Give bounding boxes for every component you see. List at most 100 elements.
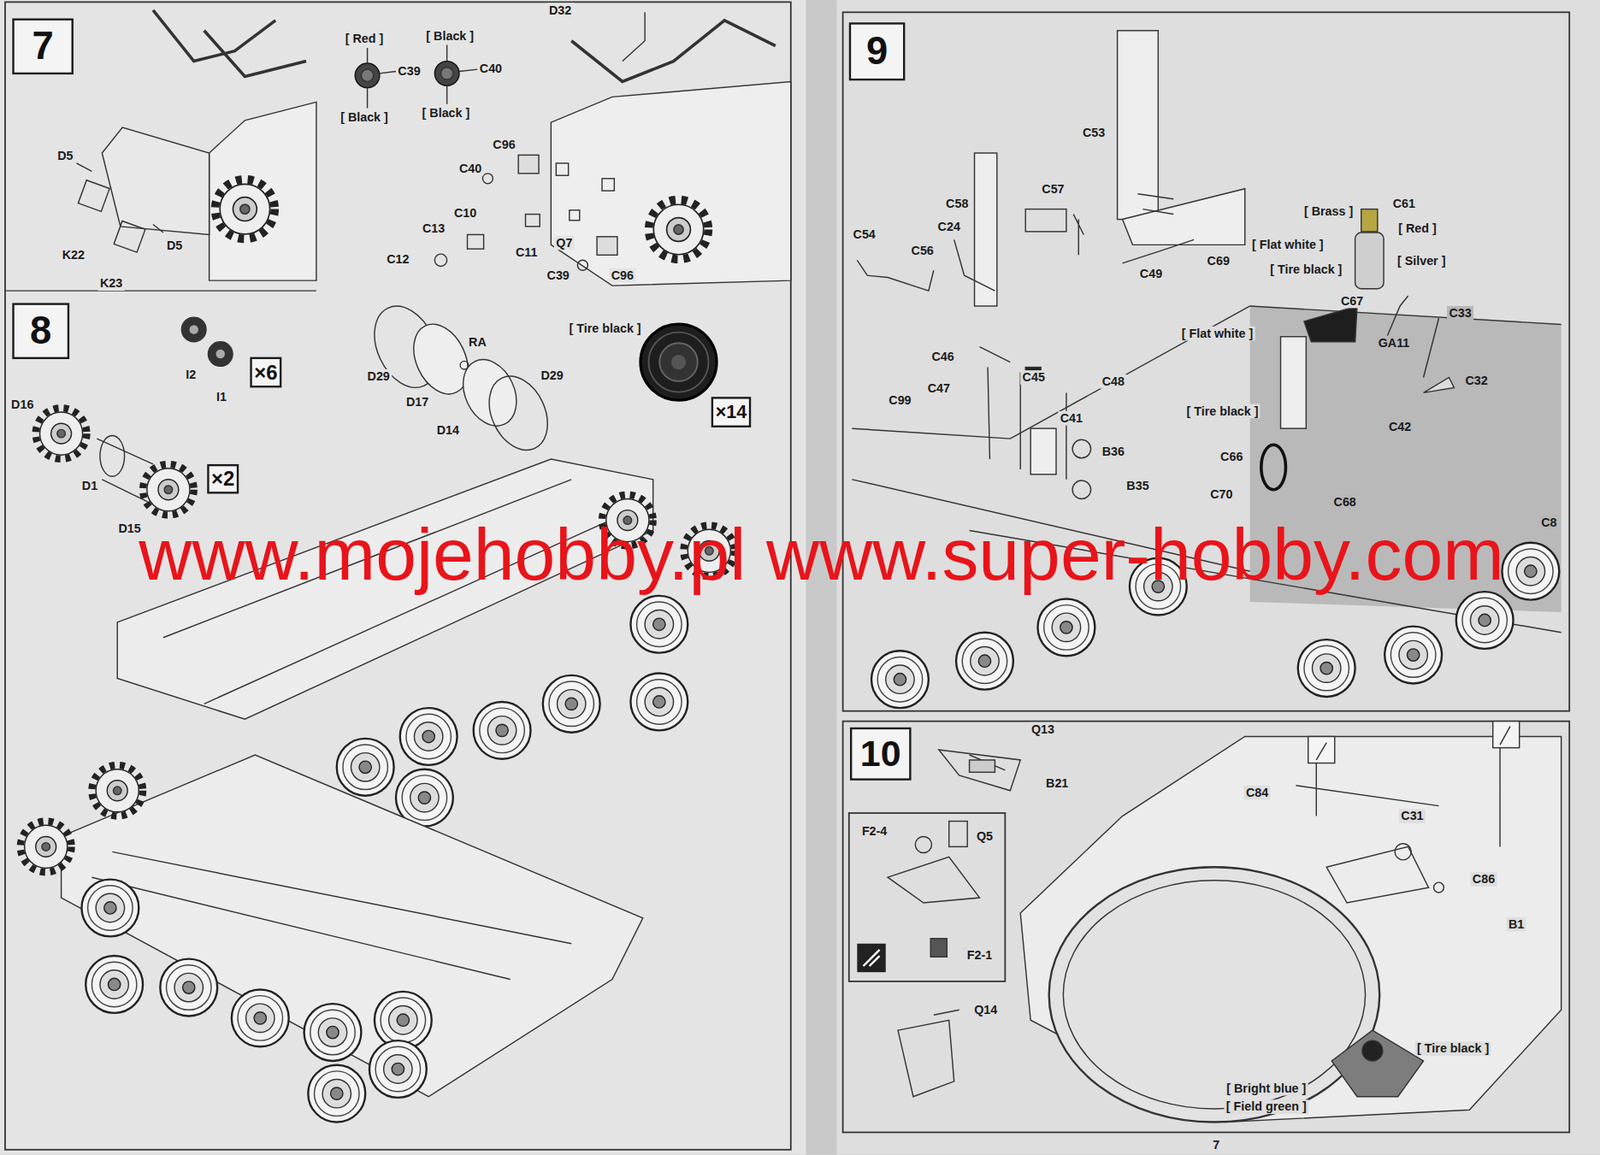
drawing-part	[915, 836, 932, 853]
part-number: C66	[1218, 449, 1246, 465]
part-number: C48	[1099, 374, 1127, 390]
watermark: www.mojehobby.pl www.super-hobby.com	[136, 520, 1506, 589]
drawing-part	[518, 154, 539, 173]
part-number: C49	[1137, 265, 1164, 281]
part-number: D16	[9, 397, 36, 413]
drawing-part	[1434, 882, 1445, 893]
drawing-part	[96, 438, 154, 502]
drawing-part	[1030, 428, 1057, 475]
part-number: Q5	[974, 829, 996, 845]
drawing-part	[1362, 1040, 1383, 1062]
drawing-part	[949, 821, 968, 848]
quantity: ×14	[715, 401, 747, 424]
drawing-part	[856, 944, 886, 973]
part-number: C39	[544, 268, 572, 284]
drawing-part	[602, 178, 615, 191]
part-number: C41	[1057, 411, 1085, 426]
drawing-part	[862, 950, 880, 967]
paint-note: [ Bright blue ]	[1224, 1081, 1309, 1097]
drawing-part	[525, 214, 541, 227]
part-number: C8	[1539, 515, 1559, 531]
part-number: C61	[1390, 196, 1417, 212]
paint-note: [ Brass ]	[1302, 204, 1356, 219]
part-number: B21	[1044, 776, 1071, 792]
drawing-part	[1038, 598, 1096, 656]
drawing-part	[1308, 737, 1335, 764]
drawing-part	[482, 173, 493, 184]
drawing-part	[440, 67, 453, 80]
drawing-part	[91, 765, 143, 817]
drawing-part	[153, 10, 307, 77]
part-number: C58	[944, 196, 971, 212]
drawing-part	[1316, 726, 1511, 761]
drawing-part	[1073, 194, 1174, 256]
drawing-part	[360, 69, 373, 82]
drawing-part	[980, 347, 1067, 480]
drawing-part	[215, 179, 276, 240]
drawing-part	[954, 239, 996, 291]
part-number: F2-4	[859, 824, 889, 839]
drawing-part	[1072, 480, 1091, 499]
drawing-part	[969, 760, 996, 773]
drawing-part	[400, 708, 458, 766]
part-number: I2	[183, 367, 199, 383]
drawing-part	[1025, 209, 1067, 232]
drawing-part	[304, 1003, 362, 1062]
drawing-part	[1361, 209, 1378, 232]
step-number: 8	[29, 309, 52, 354]
drawing-part	[81, 879, 139, 938]
drawing-part	[887, 856, 980, 904]
paint-note: [ Black ]	[419, 106, 472, 121]
part-number: C45	[1020, 370, 1047, 385]
paint-note: [ Tire black ]	[566, 321, 644, 337]
drawing-part	[100, 436, 125, 478]
step-number: 10	[860, 732, 902, 776]
drawing-part	[1423, 377, 1455, 393]
drawing-part	[209, 101, 317, 281]
drawing-part	[849, 813, 1006, 982]
part-number: K22	[59, 247, 87, 263]
drawing-part	[207, 342, 233, 367]
step-number: 9	[866, 29, 888, 74]
drawing-part	[142, 464, 195, 516]
drawing-part	[649, 200, 709, 260]
drawing-part	[231, 989, 290, 1047]
drawing-part	[555, 163, 568, 176]
drawing-part	[159, 959, 218, 1017]
paint-note: [ Flat white ]	[1250, 237, 1326, 253]
part-number: D5	[165, 238, 185, 254]
drawing-part	[434, 61, 460, 87]
drawing-part	[569, 210, 580, 221]
part-number: D1	[79, 478, 100, 494]
paint-note: [ Red ]	[1396, 221, 1439, 237]
drawing-part	[1117, 30, 1159, 220]
drawing-part	[622, 11, 645, 61]
drawing-part	[1122, 239, 1195, 263]
drawing-part	[188, 324, 200, 335]
step-number-box: 10	[850, 727, 912, 781]
drawing-part	[933, 1009, 960, 1016]
drawing-part	[434, 253, 447, 266]
drawing-part	[550, 81, 791, 286]
step8-parts	[20, 295, 735, 1122]
drawing-part	[163, 479, 633, 705]
part-number: C53	[1080, 125, 1108, 141]
part-number: D29	[365, 369, 392, 384]
drawing-part	[1501, 543, 1559, 601]
drawing-part	[354, 63, 380, 89]
drawing-part	[630, 596, 688, 654]
part-number: B1	[1506, 917, 1527, 933]
drawing-part	[5, 289, 317, 291]
drawing-part	[35, 407, 88, 460]
drawing-part	[843, 721, 1571, 1134]
drawing-part	[1281, 336, 1307, 429]
drawing-part	[871, 650, 929, 709]
drawing-part	[897, 1020, 955, 1097]
part-number: C54	[850, 227, 878, 243]
drawing-part	[101, 127, 209, 235]
part-number: C47	[925, 381, 952, 396]
paint-note: [ Tire black ]	[1268, 262, 1345, 278]
drawing-part	[577, 259, 588, 271]
drawing-part	[307, 1065, 366, 1123]
